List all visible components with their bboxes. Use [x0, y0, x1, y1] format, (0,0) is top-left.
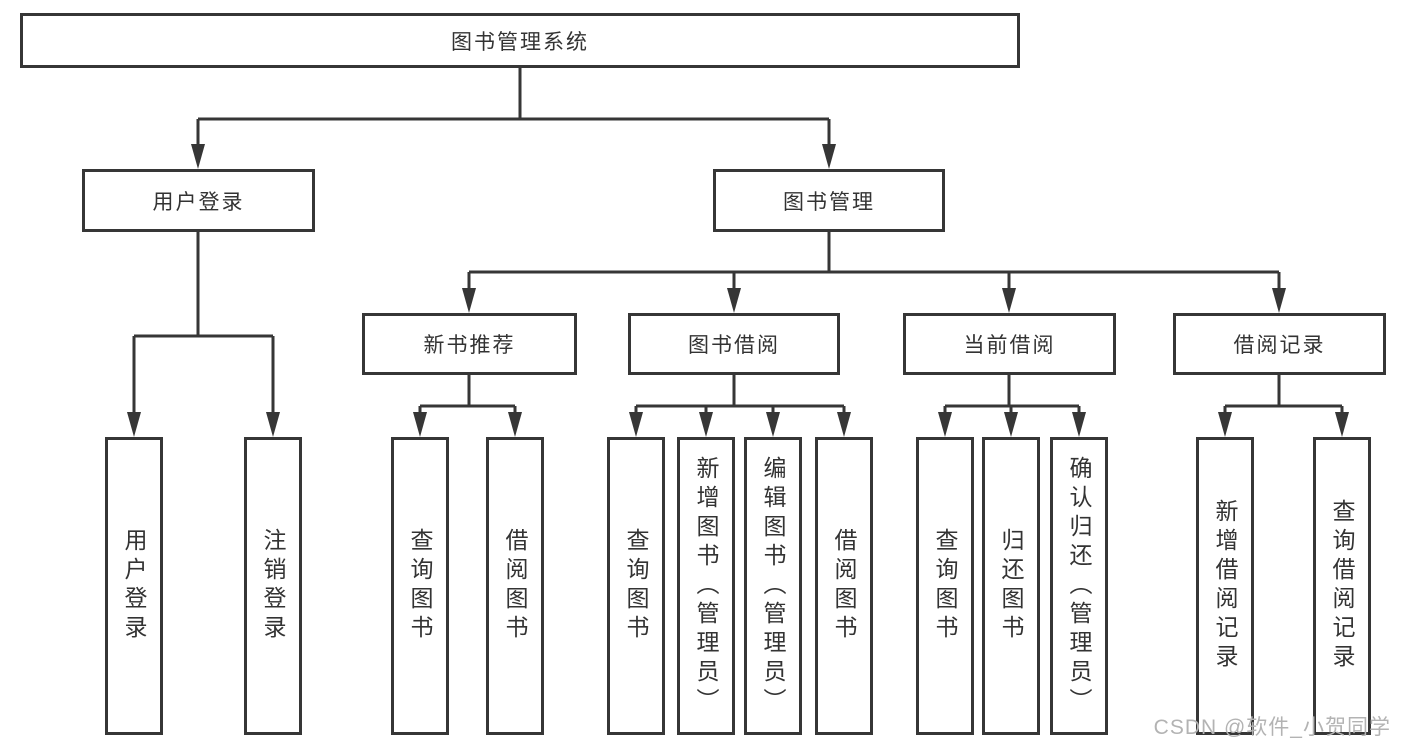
- node-user-login: 用户登录: [82, 169, 315, 232]
- connector-bookmgmt-to-level3: [467, 232, 1281, 290]
- node-book-management: 图书管理: [713, 169, 945, 232]
- watermark-text: CSDN @软件_小贺同学: [1153, 716, 1391, 739]
- connector-bookborrow-to-leaves: [634, 375, 846, 414]
- leaf-query-books-borrowing: 查询图书: [607, 437, 665, 735]
- connector-newbooks-to-leaves: [418, 375, 517, 414]
- leaf-confirm-return-admin: 确认归还（管理员）: [1050, 437, 1108, 735]
- leaf-add-book-admin: 新增图书（管理员）: [677, 437, 735, 735]
- connector-currentborrow-to-leaves: [943, 375, 1081, 414]
- node-root-system: 图书管理系统: [20, 13, 1020, 68]
- node-current-borrowing: 当前借阅: [903, 313, 1116, 375]
- node-new-book-recommend: 新书推荐: [362, 313, 577, 375]
- arrowheads: [127, 144, 1349, 437]
- leaf-borrow-books-borrowing: 借阅图书: [815, 437, 873, 735]
- leaf-logout: 注销登录: [244, 437, 302, 735]
- leaf-query-borrow-record: 查询借阅记录: [1313, 437, 1371, 735]
- leaf-query-books-current: 查询图书: [916, 437, 974, 735]
- leaf-borrow-books-newbooks: 借阅图书: [486, 437, 544, 735]
- leaf-add-borrow-record: 新增借阅记录: [1196, 437, 1254, 735]
- leaf-user-login: 用户登录: [105, 437, 163, 735]
- connector-root-to-level2: [196, 68, 831, 146]
- leaf-query-books-newbooks: 查询图书: [391, 437, 449, 735]
- leaf-return-books: 归还图书: [982, 437, 1040, 735]
- leaf-edit-book-admin: 编辑图书（管理员）: [744, 437, 802, 735]
- node-book-borrowing: 图书借阅: [628, 313, 840, 375]
- connector-userlogin-to-leaves: [132, 232, 275, 414]
- node-borrowing-records: 借阅记录: [1173, 313, 1386, 375]
- connector-borrowrecords-to-leaves: [1223, 375, 1344, 414]
